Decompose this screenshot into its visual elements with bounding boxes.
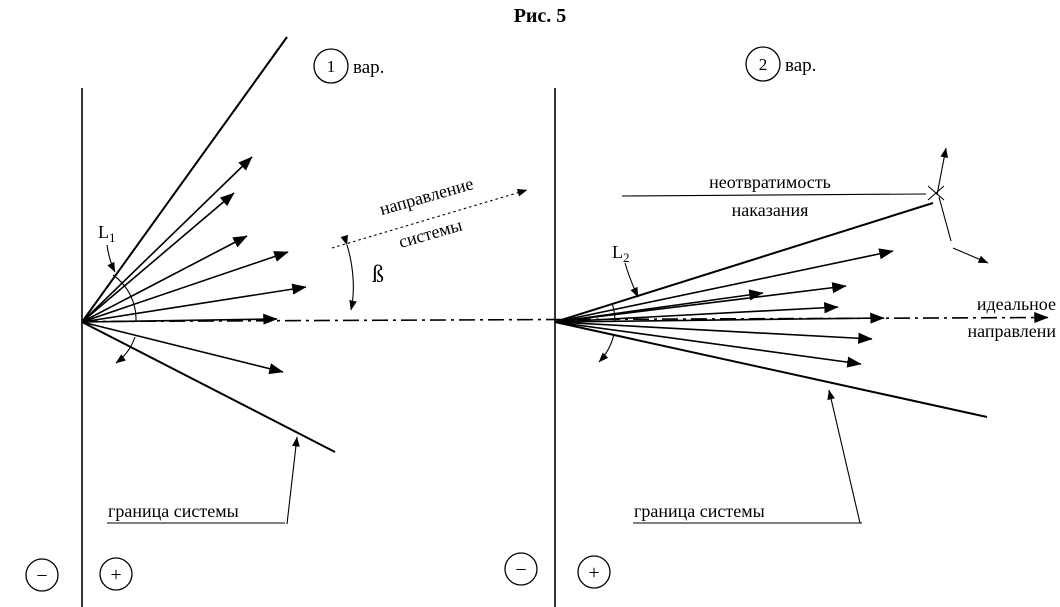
- inevitability-label-line2: наказания: [732, 200, 809, 220]
- right-upper-boundary-line: [554, 202, 934, 323]
- l1-label: L1: [98, 222, 116, 245]
- right-vector-arrow-4: [554, 302, 839, 323]
- left-boundary-pointer-arrow: [286, 436, 300, 525]
- right-origin-arc-upper: [611, 302, 616, 322]
- inevitability-label-line1: неотвратимость: [709, 172, 831, 192]
- right-origin-arc-lower-arrow: [598, 333, 615, 363]
- system-direction-dashed-arrow: [331, 189, 528, 249]
- variant2-circle: [745, 46, 781, 82]
- left-vector-arrow-1: [81, 156, 253, 323]
- l2-leader-arrow: [624, 262, 639, 298]
- left-upper-boundary-line: [81, 36, 288, 323]
- right-diagram: 2 вар. L2 неотвратимость наказания идеал…: [504, 46, 1056, 607]
- left-diagram: 1 вар. L1 направление системы ß граница …: [25, 36, 528, 607]
- left-boundary-label: граница системы: [108, 501, 239, 521]
- left-minus-circle: [25, 558, 59, 592]
- right-minus-circle: [504, 552, 538, 586]
- ideal-direction-label-line2: направлени: [967, 321, 1056, 341]
- beta-angle-arrow: [340, 234, 357, 311]
- variant1-number: 1: [327, 57, 336, 76]
- right-plus-circle: [577, 555, 611, 589]
- left-vector-arrow-4: [81, 251, 289, 323]
- inevitability-underline: [621, 193, 927, 197]
- right-vector-arrow-1: [554, 248, 894, 323]
- left-origin-arc-upper: [112, 274, 137, 322]
- right-vector-arrow-6: [554, 321, 862, 368]
- right-boundary-label: граница системы: [634, 501, 765, 521]
- right-plus-sign: +: [588, 562, 599, 584]
- left-vector-arrow-3: [81, 235, 248, 323]
- left-lower-boundary-line: [81, 321, 336, 453]
- right-vector-arrow-horizontal: [554, 312, 885, 324]
- variant2-label: вар.: [785, 55, 816, 76]
- left-minus-sign: −: [36, 565, 47, 587]
- left-vector-arrow-horizontal: [81, 313, 278, 325]
- variant1-circle: [313, 48, 349, 84]
- ideal-direction-axis-dashdot-arrow: [81, 311, 1049, 324]
- left-vector-arrow-2: [81, 192, 235, 323]
- l2-label: L2: [612, 242, 630, 265]
- figure-title: Рис. 5: [514, 5, 567, 27]
- left-vector-arrow-below: [81, 321, 284, 375]
- ideal-direction-label-line1: идеальное: [977, 294, 1056, 314]
- left-vector-arrow-5: [81, 283, 307, 323]
- deflection-x-mark: [927, 185, 945, 201]
- variant1-label: вар.: [353, 57, 384, 78]
- left-plus-sign: +: [110, 564, 121, 586]
- left-origin-arc-lower-arrow: [115, 336, 136, 364]
- deflected-up-arrow: [936, 147, 949, 196]
- right-minus-sign: −: [515, 559, 526, 581]
- system-direction-label-line2: системы: [396, 215, 464, 252]
- right-vector-arrow-3: [554, 289, 764, 323]
- right-boundary-pointer-arrow: [827, 389, 861, 524]
- deflected-path: [938, 196, 952, 242]
- deflected-right-arrow: [952, 247, 989, 264]
- right-lower-boundary-line: [554, 321, 988, 418]
- right-vector-arrow-5: [554, 321, 873, 344]
- beta-label: ß: [372, 262, 384, 288]
- system-direction-label-line1: направление: [377, 173, 475, 219]
- l1-leader-arrow: [106, 244, 116, 273]
- variant2-number: 2: [759, 55, 768, 74]
- left-plus-circle: [99, 557, 133, 591]
